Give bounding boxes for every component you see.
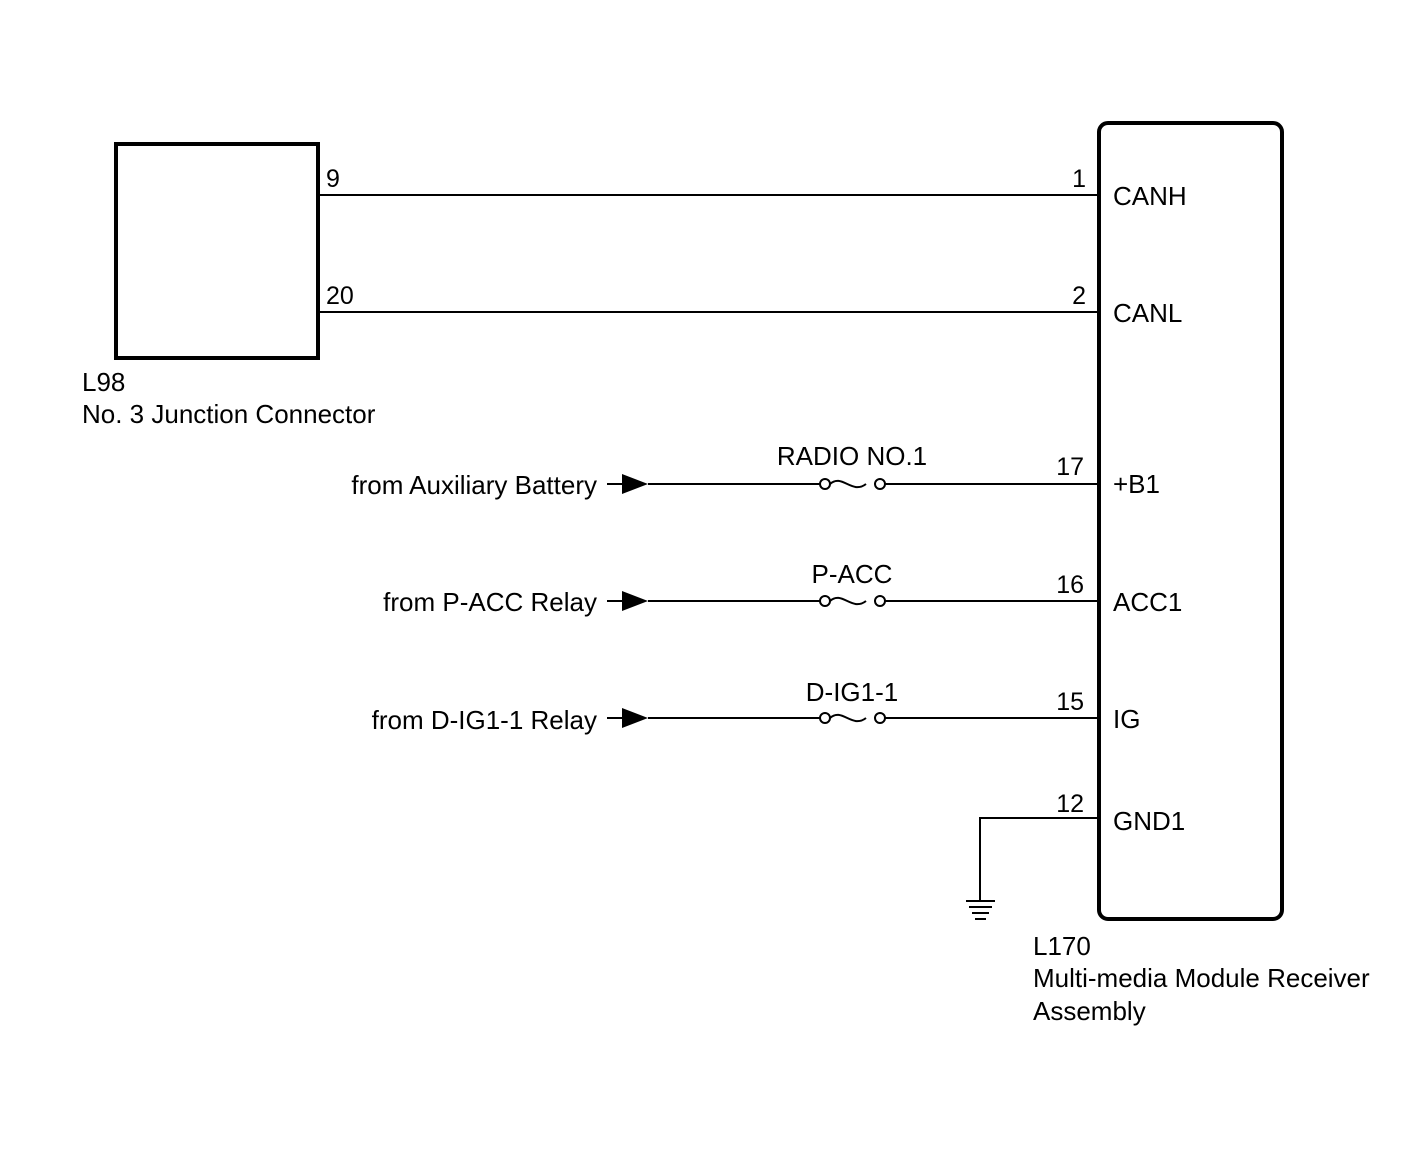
source-label: from P-ACC Relay	[383, 587, 597, 617]
receiver-name-line1: Multi-media Module Receiver	[1033, 963, 1370, 993]
wire-canl: 20 2 CANL	[318, 282, 1182, 328]
pin-label: 15	[1056, 688, 1084, 716]
signal-label: CANH	[1113, 181, 1187, 211]
pin-label: 16	[1056, 571, 1084, 599]
fuse-icon	[819, 595, 831, 607]
signal-label: IG	[1113, 704, 1140, 734]
receiver-id: L170	[1033, 931, 1091, 961]
fuse-label: D-IG1-1	[806, 677, 898, 707]
signal-label: +B1	[1113, 469, 1160, 499]
wire-canh: 9 1 CANH	[318, 165, 1187, 211]
fuse-label: P-ACC	[812, 559, 893, 589]
signal-label: GND1	[1113, 806, 1185, 836]
junction-connector-name: No. 3 Junction Connector	[82, 399, 376, 429]
arrow-icon	[622, 591, 648, 611]
source-label: from Auxiliary Battery	[351, 470, 597, 500]
fuse-label: RADIO NO.1	[777, 441, 927, 471]
pin-label: 2	[1072, 282, 1086, 310]
wire-gnd1: 12 GND1	[966, 790, 1185, 920]
fuse-icon	[819, 478, 831, 490]
pin-label: 1	[1072, 165, 1086, 193]
arrow-icon	[622, 708, 648, 728]
receiver-name-line2: Assembly	[1033, 996, 1146, 1026]
arrow-icon	[622, 474, 648, 494]
source-label: from D-IG1-1 Relay	[372, 705, 597, 735]
wire-ig: from D-IG1-1 Relay D-IG1-1 15 IG	[372, 677, 1141, 735]
pin-label: 12	[1056, 790, 1084, 818]
pin-label: 17	[1056, 453, 1084, 481]
pin-label: 9	[326, 165, 340, 193]
fuse-icon	[819, 712, 831, 724]
signal-label: CANL	[1113, 298, 1182, 328]
signal-label: ACC1	[1113, 587, 1182, 617]
wire-b1: from Auxiliary Battery RADIO NO.1 17 +B1	[351, 441, 1160, 500]
pin-label: 20	[326, 282, 354, 310]
junction-connector-box	[114, 142, 320, 360]
receiver-box	[1097, 121, 1284, 921]
junction-connector-id: L98	[82, 367, 125, 397]
ground-icon	[966, 900, 995, 920]
wire-acc1: from P-ACC Relay P-ACC 16 ACC1	[383, 559, 1182, 617]
